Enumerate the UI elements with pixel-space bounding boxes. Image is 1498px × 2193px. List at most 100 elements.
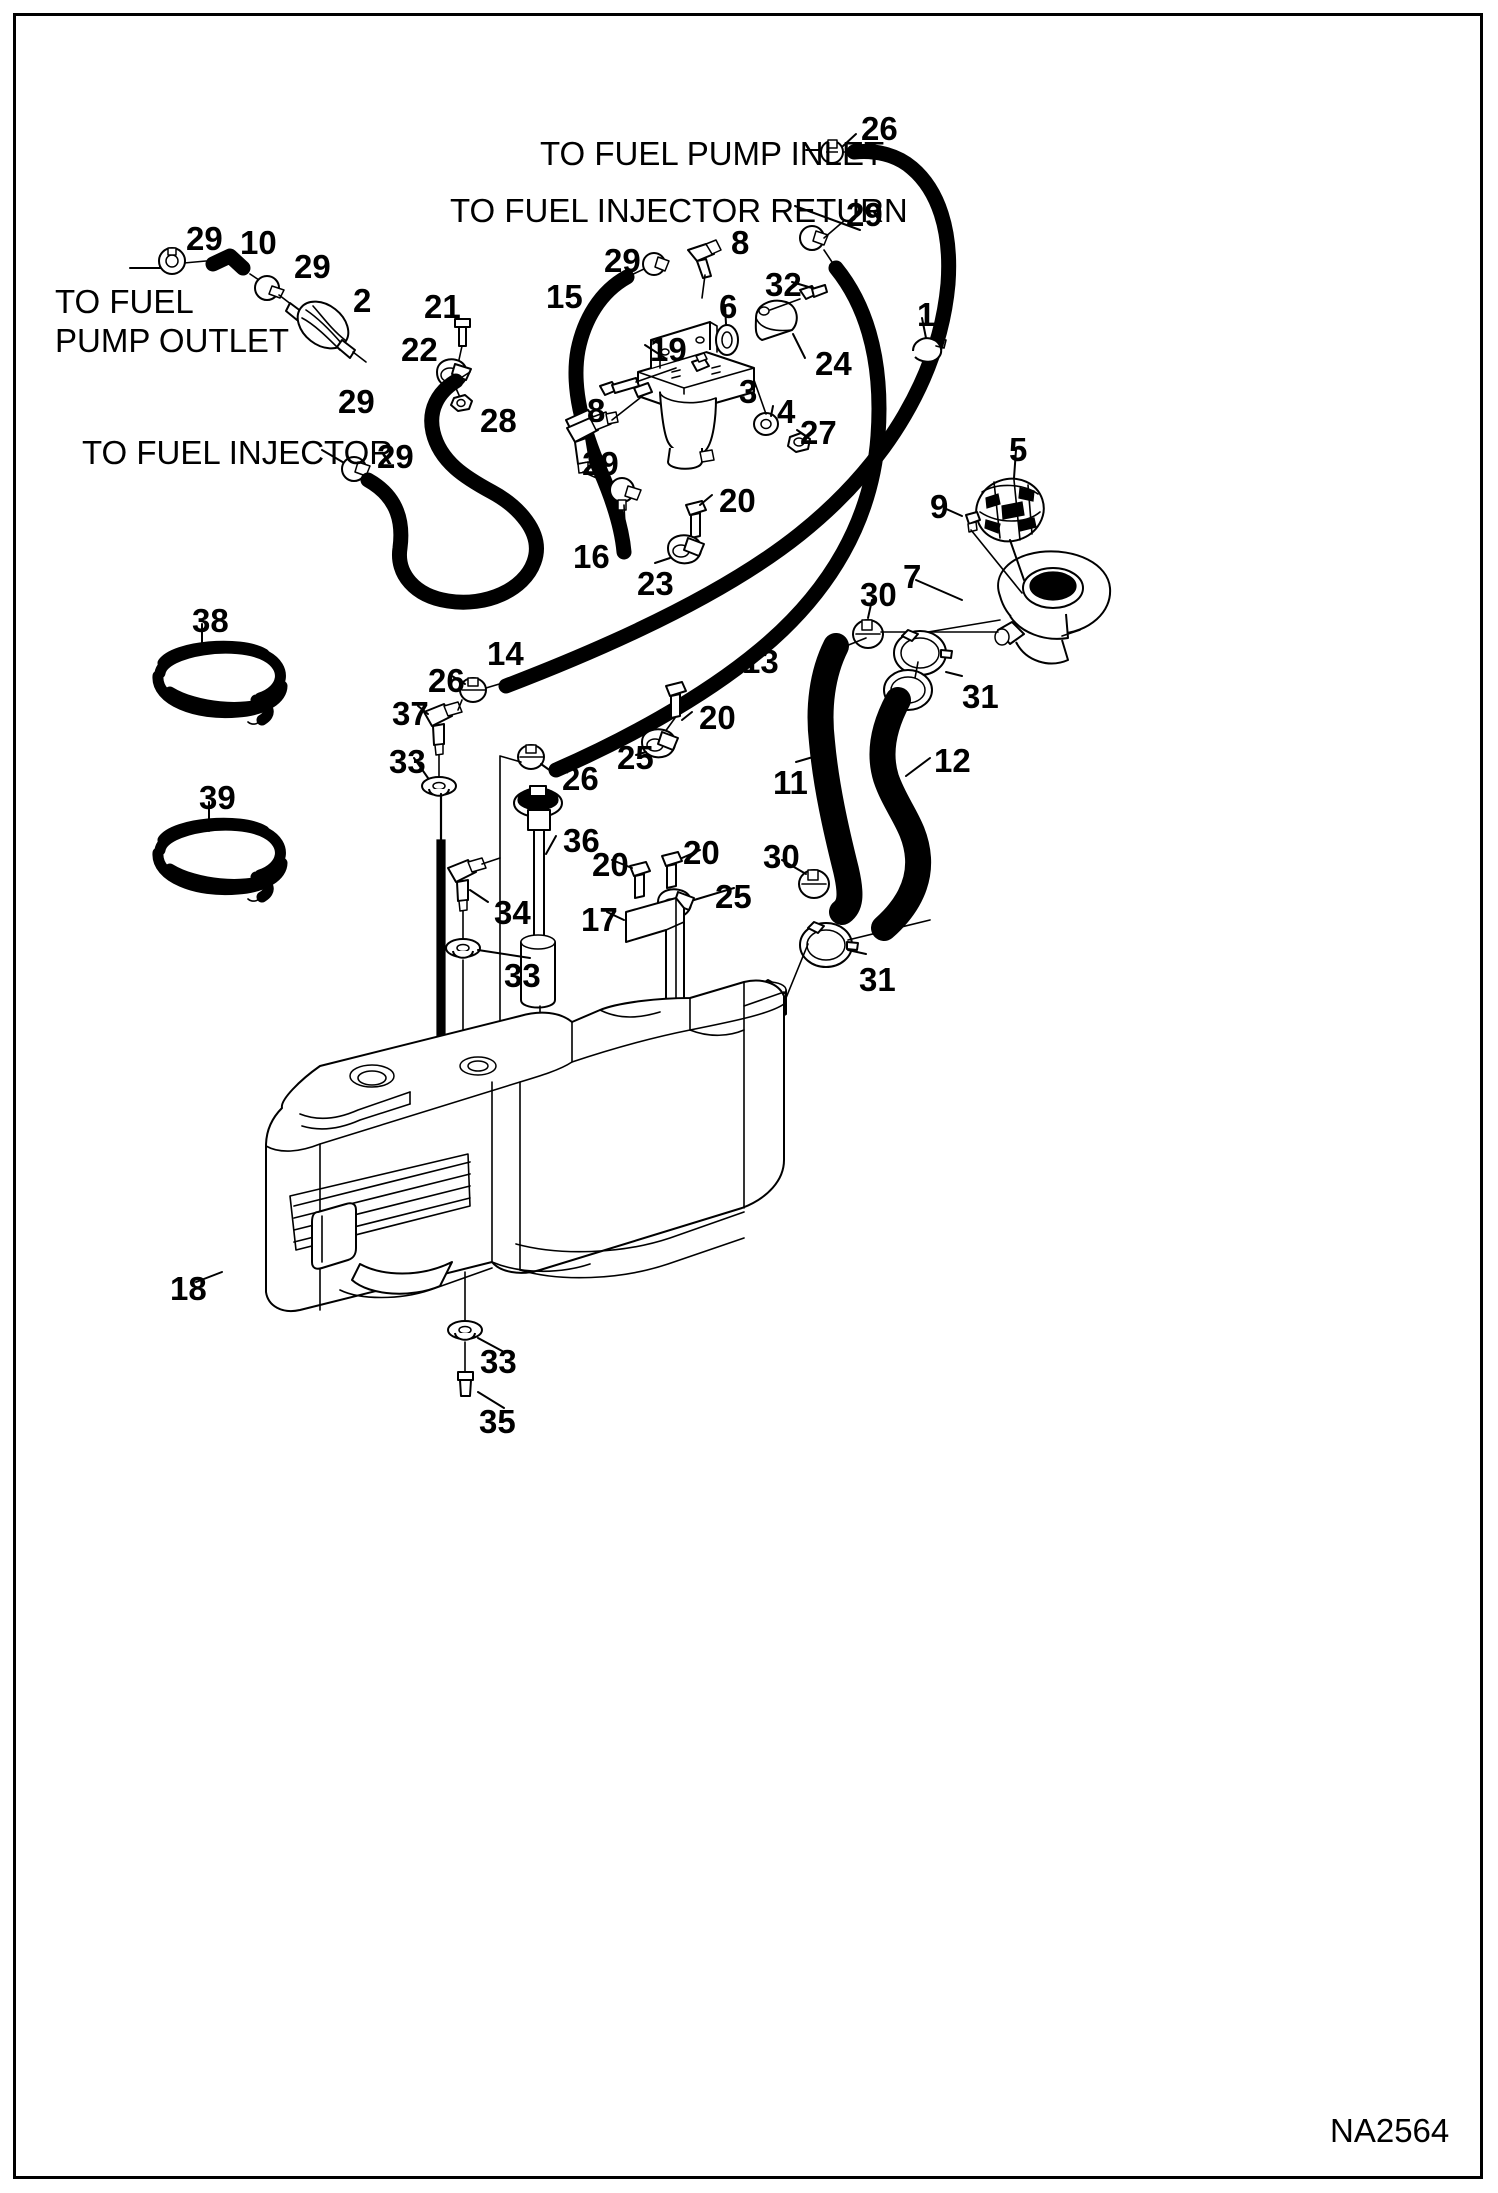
hose-clamp-26-mid <box>459 677 487 703</box>
callout-8: 8 <box>587 392 606 429</box>
note-to-fuel-injector-return: TO FUEL INJECTOR RETURN <box>450 192 908 229</box>
callout-30: 30 <box>763 838 800 875</box>
hose-15 <box>568 269 635 560</box>
callout-29: 29 <box>604 242 641 279</box>
callout-19: 19 <box>650 331 687 368</box>
clamp-1 <box>912 337 947 363</box>
callout-4: 4 <box>777 393 796 430</box>
hose-clamp-30-upper <box>852 619 884 649</box>
callout-15: 15 <box>546 278 583 315</box>
nut-27 <box>787 432 811 453</box>
callout-28: 28 <box>480 402 517 439</box>
callout-6: 6 <box>719 288 738 325</box>
callout-20: 20 <box>699 699 736 736</box>
hose-14 <box>498 144 957 694</box>
callout-2: 2 <box>353 282 372 319</box>
callout-13: 13 <box>742 643 779 680</box>
drawing-number: NA2564 <box>1330 2112 1450 2149</box>
note-to-fuel-pump-inlet: TO FUEL PUMP INLET <box>540 135 885 172</box>
callout-20: 20 <box>683 834 720 871</box>
hose-clamp-31-lower <box>799 921 859 968</box>
nut-28 <box>450 394 473 412</box>
drawing-border <box>13 13 1483 2179</box>
elbow-fitting-34 <box>447 857 487 912</box>
hose-clamp-29-lower <box>609 477 642 511</box>
fuel-filter-assembly <box>633 321 755 470</box>
washer-4 <box>753 412 779 436</box>
drain-plug-35 <box>457 1371 474 1397</box>
callout-29: 29 <box>294 248 331 285</box>
callout-25: 25 <box>715 878 752 915</box>
hose-clamp-30-lower <box>798 869 830 899</box>
callout-16: 16 <box>573 538 610 575</box>
fuel-level-sender-36 <box>513 785 563 1009</box>
grommet-6 <box>715 324 739 356</box>
callout-33: 33 <box>389 743 426 780</box>
callout-29: 29 <box>582 445 619 482</box>
screw-32 <box>799 284 828 300</box>
grommet-33-a <box>421 776 457 797</box>
callout-1: 1 <box>917 296 936 333</box>
callout-29: 29 <box>338 383 375 420</box>
primer-bulb-assembly <box>158 247 367 363</box>
callout-36: 36 <box>563 822 600 859</box>
fuel-tank-18 <box>265 979 785 1312</box>
callout-21: 21 <box>424 288 461 325</box>
hose-clamp-29-a <box>158 247 186 275</box>
hose-13 <box>548 260 887 778</box>
callout-26: 26 <box>562 760 599 797</box>
callout-26: 26 <box>861 110 898 147</box>
hose-clamp-29-injector <box>341 456 371 482</box>
elbow-fitting-37 <box>423 701 463 756</box>
callout-33: 33 <box>480 1343 517 1380</box>
callout-25: 25 <box>617 739 654 776</box>
callout-37: 37 <box>392 695 429 732</box>
hose-clip-25-a <box>641 728 679 759</box>
hose-clip-24 <box>754 299 798 341</box>
callout-3: 3 <box>739 373 758 410</box>
grommet-33-c <box>447 1320 483 1341</box>
filler-neck-7 <box>994 550 1112 665</box>
grommet-33-b <box>445 938 481 959</box>
bolt-19 <box>599 377 640 396</box>
callout-33: 33 <box>504 957 541 994</box>
callout-18: 18 <box>170 1270 207 1307</box>
bolt-20-a <box>685 500 707 539</box>
elbow-fitting-8-lower <box>566 411 619 474</box>
callout-29: 29 <box>186 220 223 257</box>
note-to-fuel-injector: TO FUEL INJECTOR <box>82 434 394 471</box>
callout-38: 38 <box>192 602 229 639</box>
callout-32: 32 <box>765 266 802 303</box>
callout-26: 26 <box>428 662 465 699</box>
callout-29: 29 <box>377 438 414 475</box>
callout-8: 8 <box>731 224 750 261</box>
callout-10: 10 <box>240 224 277 261</box>
callout-12: 12 <box>934 742 971 779</box>
note-to-fuel-pump-outlet: TO FUEL PUMP OUTLET <box>55 283 290 359</box>
callout-30: 30 <box>860 576 897 613</box>
callout-20: 20 <box>592 846 629 883</box>
callout-23: 23 <box>637 565 674 602</box>
bolt-21 <box>454 318 471 347</box>
bolt-20-c <box>629 861 651 899</box>
callout-35: 35 <box>479 1403 516 1440</box>
hose-clip-23 <box>667 534 705 565</box>
callout-29: 29 <box>846 196 883 233</box>
hose-coil-38 <box>152 640 288 726</box>
primer-bulb <box>285 300 367 363</box>
callout-24: 24 <box>815 345 852 382</box>
hose-16 <box>360 373 544 610</box>
bolt-20-d <box>661 851 683 889</box>
callout-11: 11 <box>773 764 808 801</box>
callout-27: 27 <box>800 414 837 451</box>
hose-clamp-31-upper <box>893 629 953 676</box>
callout-34: 34 <box>494 894 531 931</box>
fuel-cap-5 <box>975 477 1045 543</box>
hose-12 <box>869 687 932 941</box>
hose-clamp-29-on-15 <box>642 252 670 276</box>
elbow-fitting-8-top <box>687 239 722 279</box>
callout-31: 31 <box>859 961 896 998</box>
hose-clamp-26-sender <box>517 744 545 770</box>
hose-coil-39 <box>152 817 288 903</box>
